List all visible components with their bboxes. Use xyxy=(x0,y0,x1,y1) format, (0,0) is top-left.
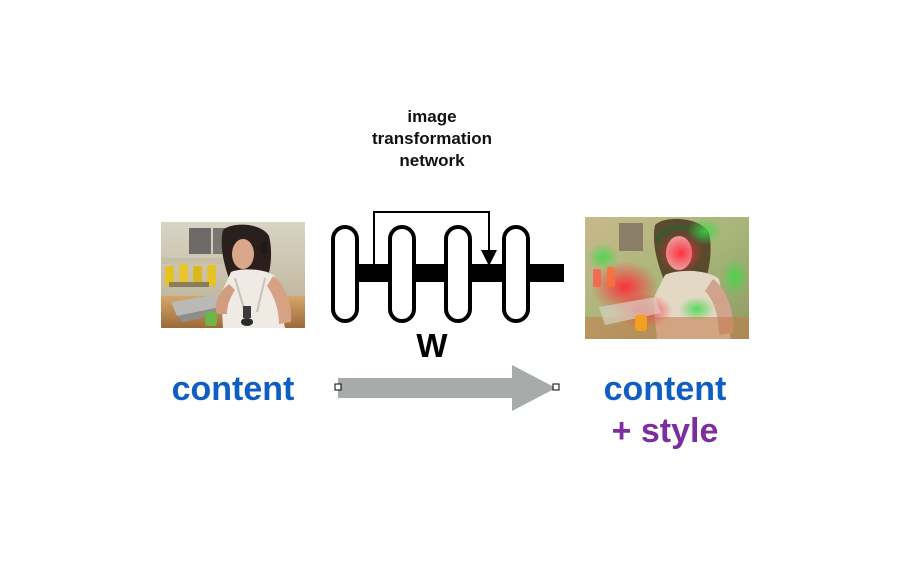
network-title: image transformation network xyxy=(332,106,532,172)
network-title-line: image xyxy=(407,107,457,126)
weight-label: W xyxy=(416,327,448,364)
stylized-output-image xyxy=(585,217,749,339)
style-transferred-photo-icon xyxy=(585,217,749,339)
network-layer xyxy=(331,225,359,323)
network-layer xyxy=(388,225,416,323)
output-labels: content + style xyxy=(575,368,755,452)
network-title-line: transformation xyxy=(372,129,492,148)
person-at-laptop-photo-icon xyxy=(161,222,305,328)
skip-connection-arrow xyxy=(373,211,497,266)
network-layer xyxy=(444,225,472,323)
network-title-line: network xyxy=(399,151,465,170)
network-layer xyxy=(502,225,530,323)
transform-arrow-head xyxy=(512,365,556,411)
arrow-end-handle[interactable] xyxy=(552,383,560,391)
arrow-start-handle[interactable] xyxy=(334,383,342,391)
content-label: content xyxy=(171,370,295,408)
output-content-label: content xyxy=(603,370,727,408)
content-image xyxy=(161,222,305,328)
transform-arrow-shaft xyxy=(338,378,514,398)
output-style-label: + style xyxy=(611,412,719,450)
